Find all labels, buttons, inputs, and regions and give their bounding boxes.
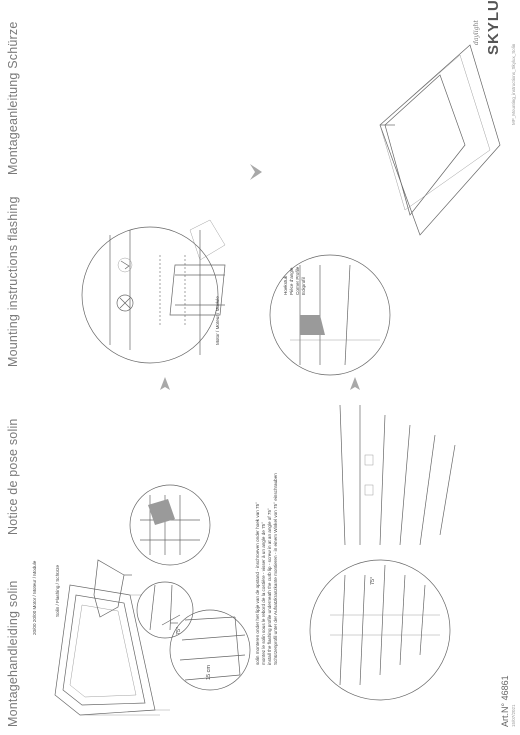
arrow-step-2	[350, 377, 360, 390]
skylight-frame-illustration	[54, 559, 170, 716]
detail-circle-corner	[269, 254, 391, 376]
corner-profile-label: Hoekstuk Pièce d'angle Corner Profile Ec…	[283, 266, 306, 295]
article-number: Art.N° 46861	[500, 675, 510, 727]
angle-label-1: 75°	[176, 626, 182, 635]
solin-label: Solin / Flashing / Schürze	[55, 564, 60, 617]
brand-tagline: daylight	[473, 20, 480, 45]
detail-circle-motor	[81, 226, 219, 364]
document-date: 15/07/2021	[511, 704, 516, 727]
detail-circle-angle	[309, 559, 451, 701]
curb-profile-illustration	[339, 404, 456, 546]
brand-logo: SKYLUX	[485, 0, 502, 55]
detail-circle-lip	[129, 484, 211, 566]
roof-corner-illustration	[379, 44, 501, 236]
instruction-text: solin monteren onder het lipje van de op…	[255, 473, 278, 665]
arrow-step-3	[250, 164, 262, 180]
module-code-label: 20/00 20/00 Motor / Moteur / Module	[32, 560, 37, 635]
motor-circle-label: Motor / Moteur / Module	[215, 296, 220, 345]
detail-circle-screw	[136, 581, 194, 639]
footer-filename: MP_Mounting_instructions_Skylux_Solin	[511, 43, 516, 125]
measure-label: 15 cm	[206, 665, 212, 680]
arrow-step-1	[160, 377, 170, 390]
drill-illustration	[169, 219, 226, 316]
angle-label-2: 75°	[370, 576, 376, 585]
detail-circle-measure	[169, 609, 251, 691]
